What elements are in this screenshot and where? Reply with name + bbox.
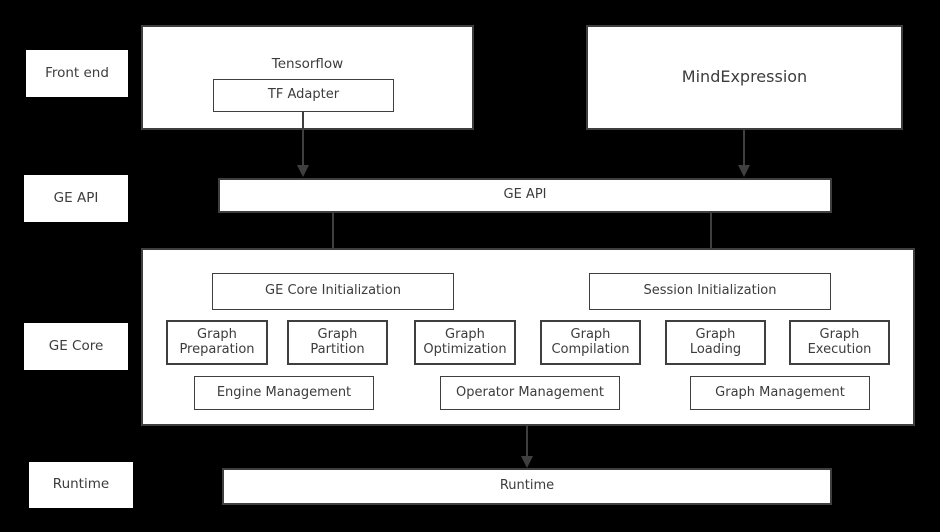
tensorflow-container[interactable]: Tensorflow xyxy=(141,25,474,130)
stage-label-front-end: Front end xyxy=(26,50,128,97)
graph-execution-box[interactable]: Graph Execution xyxy=(789,320,890,365)
graph-partition-box[interactable]: Graph Partition xyxy=(287,320,388,365)
stage-label-ge-api: GE API xyxy=(24,175,128,222)
arrow-ge-core-to-runtime xyxy=(521,426,533,468)
tf-adapter-box[interactable]: TF Adapter xyxy=(213,79,394,112)
session-initialization-box[interactable]: Session Initialization xyxy=(589,273,831,310)
stage-label-ge-core: GE Core xyxy=(24,323,128,370)
mindexpression-container[interactable]: MindExpression xyxy=(586,25,903,130)
stage-label-runtime: Runtime xyxy=(29,462,133,508)
graph-loading-box[interactable]: Graph Loading xyxy=(665,320,766,365)
graph-optimization-box[interactable]: Graph Optimization xyxy=(414,320,516,365)
runtime-bar[interactable]: Runtime xyxy=(222,468,832,505)
engine-management-box[interactable]: Engine Management xyxy=(194,376,374,410)
operator-management-box[interactable]: Operator Management xyxy=(440,376,620,410)
arrow-mindexpression-to-ge-api xyxy=(738,130,750,177)
graph-preparation-box[interactable]: Graph Preparation xyxy=(166,320,268,365)
ge-core-initialization-box[interactable]: GE Core Initialization xyxy=(212,273,454,310)
graph-compilation-box[interactable]: Graph Compilation xyxy=(540,320,641,365)
graph-management-box[interactable]: Graph Management xyxy=(690,376,870,410)
tf-adapter-stub-line xyxy=(302,112,304,130)
arrow-tf-adapter-to-ge-api xyxy=(297,130,309,177)
tensorflow-title: Tensorflow xyxy=(271,56,344,72)
ge-api-bar[interactable]: GE API xyxy=(218,178,832,213)
